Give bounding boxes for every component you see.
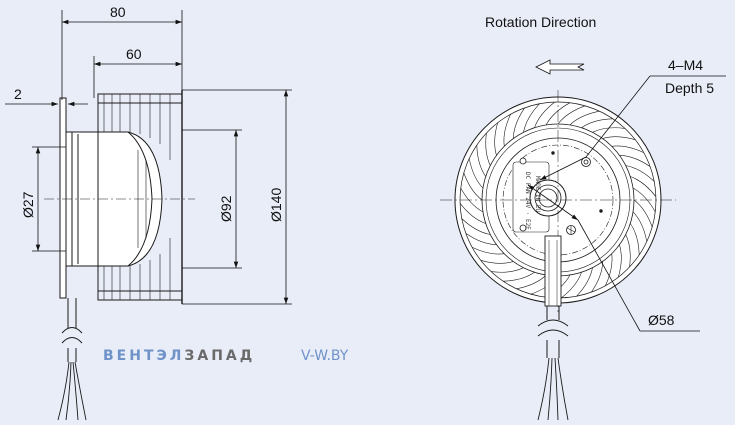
impeller-blade bbox=[472, 247, 505, 255]
impeller-blade bbox=[463, 172, 483, 201]
watermark: ВЕНТЭЛЗАПАД bbox=[103, 348, 255, 364]
impeller-blade bbox=[630, 176, 657, 197]
hole-depth-label: Depth 5 bbox=[665, 80, 714, 96]
impeller-blade bbox=[581, 118, 613, 128]
impeller-blade bbox=[633, 199, 653, 228]
impeller-blade bbox=[485, 133, 491, 166]
impeller-blade bbox=[545, 102, 571, 126]
impeller-blade bbox=[557, 105, 586, 125]
hole-spec-label: 4–M4 bbox=[668, 57, 703, 73]
impeller-blades bbox=[459, 101, 657, 299]
watermark-brand-b: ЗАПАД bbox=[184, 348, 255, 364]
impeller-blade bbox=[491, 267, 524, 273]
dim-pcd: Ø58 bbox=[648, 312, 675, 328]
plate-text: DC FAN 24V · E2E bbox=[524, 172, 531, 230]
impeller-blade bbox=[503, 114, 511, 147]
impeller-blade bbox=[632, 211, 648, 242]
impeller-blade bbox=[630, 223, 640, 255]
impeller-blade bbox=[476, 145, 486, 177]
rotation-arrow-icon bbox=[535, 59, 585, 75]
front-view bbox=[440, 90, 676, 421]
impeller-blade bbox=[516, 274, 547, 290]
impeller-blade bbox=[619, 155, 651, 167]
impeller-blade bbox=[461, 218, 491, 235]
impeller-blade bbox=[602, 136, 636, 140]
impeller-blade bbox=[459, 203, 486, 224]
blade-lines bbox=[103, 94, 171, 300]
watermark-brand-a: ВЕНТЭЛ bbox=[103, 348, 184, 364]
impeller-blade bbox=[468, 158, 484, 189]
impeller-blade bbox=[625, 165, 655, 182]
impeller-blade bbox=[569, 110, 600, 126]
watermark-site: V-W.BY bbox=[301, 348, 349, 364]
impeller-blade bbox=[513, 107, 525, 139]
impeller-blade bbox=[534, 101, 555, 128]
impeller-blade bbox=[494, 122, 498, 156]
impeller-blade bbox=[632, 187, 656, 213]
flange-plate bbox=[59, 97, 67, 299]
impeller-blade bbox=[523, 103, 540, 133]
dim-outer-dia: Ø140 bbox=[268, 188, 284, 222]
impeller-blade bbox=[460, 187, 484, 213]
cable bbox=[67, 298, 77, 328]
dim-shaft-dia: Ø27 bbox=[20, 191, 36, 218]
cable-exit bbox=[544, 235, 562, 307]
front-annotations bbox=[527, 59, 726, 332]
impeller-blade bbox=[561, 272, 582, 299]
impeller-blade bbox=[625, 234, 631, 267]
impeller-blade bbox=[592, 127, 625, 133]
dim-flange-thickness: 2 bbox=[14, 86, 22, 102]
wire-leads bbox=[57, 361, 87, 421]
front-wire-leads bbox=[537, 357, 569, 421]
svg-text:MADE IN EU: MADE IN EU bbox=[534, 176, 541, 213]
dim-overall-length: 80 bbox=[110, 4, 126, 20]
impeller-blade bbox=[618, 244, 622, 278]
impeller-blade bbox=[611, 145, 644, 153]
impeller-blade bbox=[480, 260, 514, 264]
impeller-blade bbox=[576, 267, 593, 297]
dim-body-length: 60 bbox=[126, 46, 142, 62]
side-view bbox=[44, 90, 195, 421]
dim-inner-dia: Ø92 bbox=[218, 195, 234, 222]
impeller-blade bbox=[503, 272, 535, 282]
rotation-direction-label: Rotation Direction bbox=[485, 14, 596, 30]
impeller-blade bbox=[465, 233, 497, 245]
impeller-blade bbox=[605, 253, 613, 286]
side-dimensions bbox=[5, 10, 292, 305]
